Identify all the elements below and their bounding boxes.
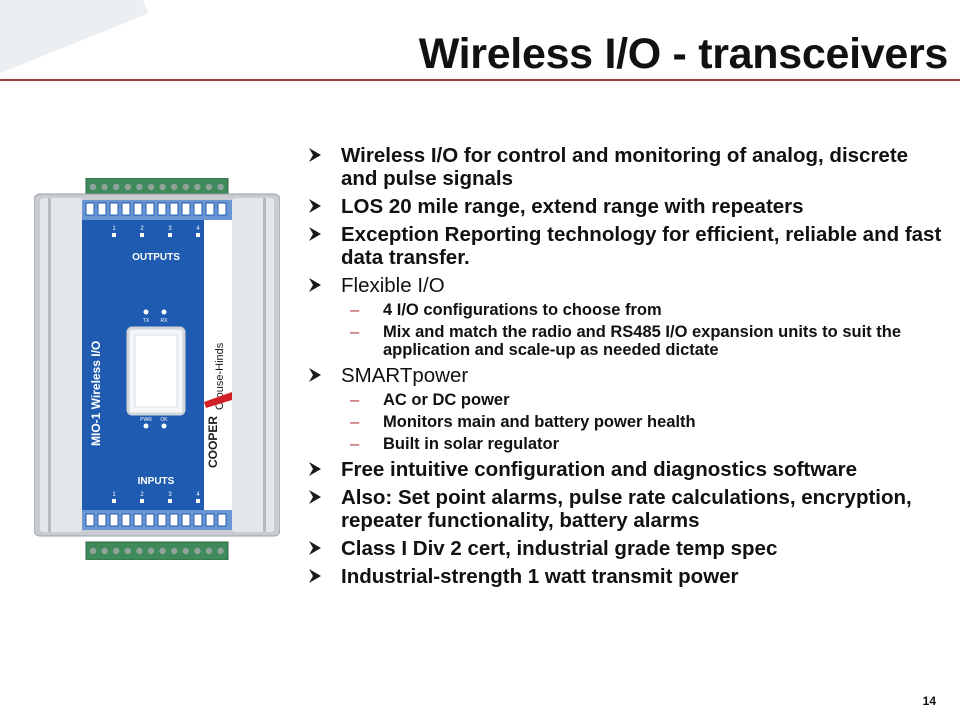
bullet-text: SMARTpower bbox=[341, 364, 469, 387]
channel-number: 4 bbox=[196, 492, 200, 498]
sub-bullet-text: Mix and match the radio and RS485 I/O ex… bbox=[383, 323, 902, 359]
bullet-item: Wireless I/O for control and monitoring … bbox=[305, 144, 945, 190]
bottom-terminal-block bbox=[85, 541, 229, 560]
device-photo: OUTPUTS INPUTS 1 2 3 4 1 2 3 4 MIO-1 Wireless … bbox=[34, 178, 280, 560]
arrowhead-bullet-icon bbox=[309, 278, 321, 292]
arrowhead-bullet-icon bbox=[309, 541, 321, 555]
outputs-label: OUTPUTS bbox=[132, 252, 180, 263]
bullet-item: Industrial-strength 1 watt transmit powe… bbox=[305, 565, 945, 588]
bullet-text: Class I Div 2 cert, industrial grade tem… bbox=[341, 537, 778, 560]
sub-bullet-item: – Built in solar regulator bbox=[339, 435, 945, 453]
sub-bullet-text: Monitors main and battery power health bbox=[383, 413, 696, 431]
channel-number: 3 bbox=[168, 226, 172, 232]
arrowhead-bullet-icon bbox=[309, 490, 321, 504]
sub-bullet-text: 4 I/O configurations to choose from bbox=[383, 301, 662, 319]
arrowhead-bullet-icon bbox=[309, 462, 321, 476]
bullet-text: Industrial-strength 1 watt transmit powe… bbox=[341, 565, 739, 588]
arrowhead-bullet-icon bbox=[309, 199, 321, 213]
page-number: 14 bbox=[922, 694, 936, 708]
slide-title: Wireless I/O - transceivers bbox=[418, 30, 949, 78]
bullet-item: SMARTpower – AC or DC power – Monitors main … bbox=[305, 364, 945, 453]
arrowhead-bullet-icon bbox=[309, 569, 321, 583]
inputs-label: INPUTS bbox=[138, 476, 175, 487]
tx-label: TX bbox=[143, 318, 150, 324]
dash-bullet-icon: – bbox=[350, 301, 360, 319]
channel-number: 1 bbox=[112, 492, 116, 498]
bullet-item: Class I Div 2 cert, industrial grade tem… bbox=[305, 537, 945, 560]
channel-number: 1 bbox=[112, 226, 116, 232]
dash-bullet-icon: – bbox=[350, 413, 360, 431]
bullet-item: Flexible I/O – 4 I/O configurations to cho… bbox=[305, 274, 945, 359]
brand-label: COOPER bbox=[206, 416, 220, 468]
dash-bullet-icon: – bbox=[350, 391, 360, 409]
ok-label: OK bbox=[160, 417, 168, 423]
bullet-list: Wireless I/O for control and monitoring … bbox=[305, 144, 945, 593]
channel-number: 4 bbox=[196, 226, 200, 232]
sub-bullet-list: – AC or DC power – Monitors main and batter… bbox=[339, 391, 945, 453]
bullet-text: LOS 20 mile range, extend range with rep… bbox=[341, 195, 804, 218]
bullet-item: Free intuitive configuration and diagnos… bbox=[305, 458, 945, 481]
sub-bullet-text: Built in solar regulator bbox=[383, 435, 560, 453]
dash-bullet-icon: – bbox=[350, 435, 360, 453]
brand-logo-icon bbox=[204, 392, 232, 408]
arrowhead-bullet-icon bbox=[309, 227, 321, 241]
pwr-label: PWR bbox=[140, 417, 152, 423]
channel-number: 3 bbox=[168, 492, 172, 498]
bullet-text: Flexible I/O bbox=[341, 274, 445, 297]
arrowhead-bullet-icon bbox=[309, 148, 321, 162]
arrowhead-bullet-icon bbox=[309, 368, 321, 382]
rx-label: RX bbox=[161, 318, 169, 324]
top-terminal-block bbox=[85, 178, 229, 197]
channel-number: 2 bbox=[140, 226, 144, 232]
bullet-item: Also: Set point alarms, pulse rate calcu… bbox=[305, 486, 945, 532]
corner-decoration bbox=[0, 0, 149, 81]
sub-bullet-item: – Mix and match the radio and RS485 I/O e… bbox=[339, 323, 945, 359]
dash-bullet-icon: – bbox=[350, 323, 360, 341]
bullet-item: Exception Reporting technology for effic… bbox=[305, 223, 945, 269]
sub-bullet-list: – 4 I/O configurations to choose from – Mix… bbox=[339, 301, 945, 359]
bullet-text: Exception Reporting technology for effic… bbox=[341, 223, 942, 269]
bullet-text: Free intuitive configuration and diagnos… bbox=[341, 458, 857, 481]
bullet-text: Also: Set point alarms, pulse rate calcu… bbox=[341, 486, 912, 532]
sub-bullet-item: – 4 I/O configurations to choose from bbox=[339, 301, 945, 319]
model-label: MIO-1 Wireless I/O bbox=[89, 341, 103, 446]
bullet-text: Wireless I/O for control and monitoring … bbox=[341, 144, 909, 190]
sub-bullet-item: – Monitors main and battery power health bbox=[339, 413, 945, 431]
channel-number: 2 bbox=[140, 492, 144, 498]
sub-bullet-text: AC or DC power bbox=[383, 391, 510, 409]
title-divider bbox=[0, 79, 960, 81]
bullet-item: LOS 20 mile range, extend range with rep… bbox=[305, 195, 945, 218]
sub-bullet-item: – AC or DC power bbox=[339, 391, 945, 409]
brand-sub-label: Crouse-Hinds bbox=[214, 342, 226, 410]
